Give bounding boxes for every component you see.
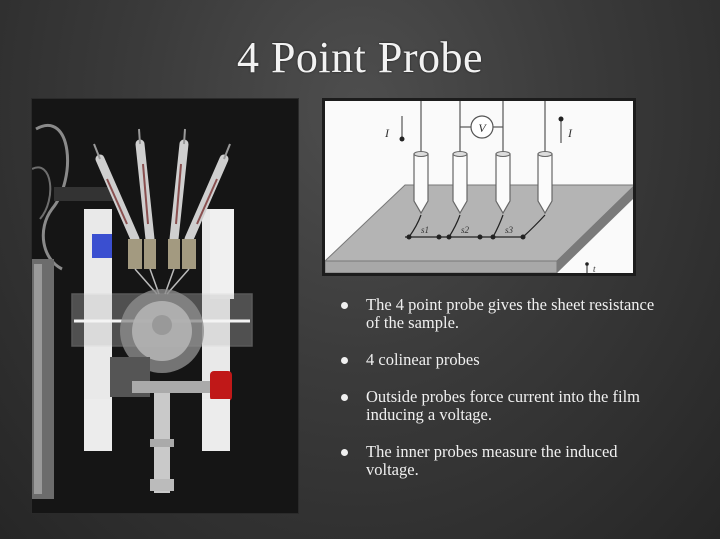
bullet-dot-icon <box>341 449 348 456</box>
svg-text:I: I <box>384 126 390 140</box>
bullet-item: The inner probes measure the induced vol… <box>336 443 656 479</box>
bullet-item: The 4 point probe gives the sheet resist… <box>336 296 656 332</box>
svg-text:I: I <box>567 126 573 140</box>
svg-text:V: V <box>478 121 487 135</box>
bullet-item: 4 colinear probes <box>336 351 656 369</box>
voltmeter-symbol <box>470 115 494 139</box>
svg-text:s2: s2 <box>461 225 470 235</box>
four-point-probe-diagram: V I I <box>322 98 637 276</box>
svg-text:t: t <box>593 264 596 273</box>
svg-text:s1: s1 <box>421 225 429 235</box>
apparatus-photo <box>31 98 299 514</box>
apparatus-illustration <box>32 99 298 513</box>
bullet-dot-icon <box>341 394 348 401</box>
probe-schematic: V I I <box>323 101 637 274</box>
bullet-dot-icon <box>341 357 348 364</box>
bullet-dot-icon <box>341 302 348 309</box>
svg-text:s3: s3 <box>505 225 514 235</box>
bullet-item: Outside probes force current into the fi… <box>336 388 656 424</box>
bullet-list: The 4 point probe gives the sheet resist… <box>336 296 656 498</box>
slide-title: 4 Point Probe <box>236 33 484 82</box>
